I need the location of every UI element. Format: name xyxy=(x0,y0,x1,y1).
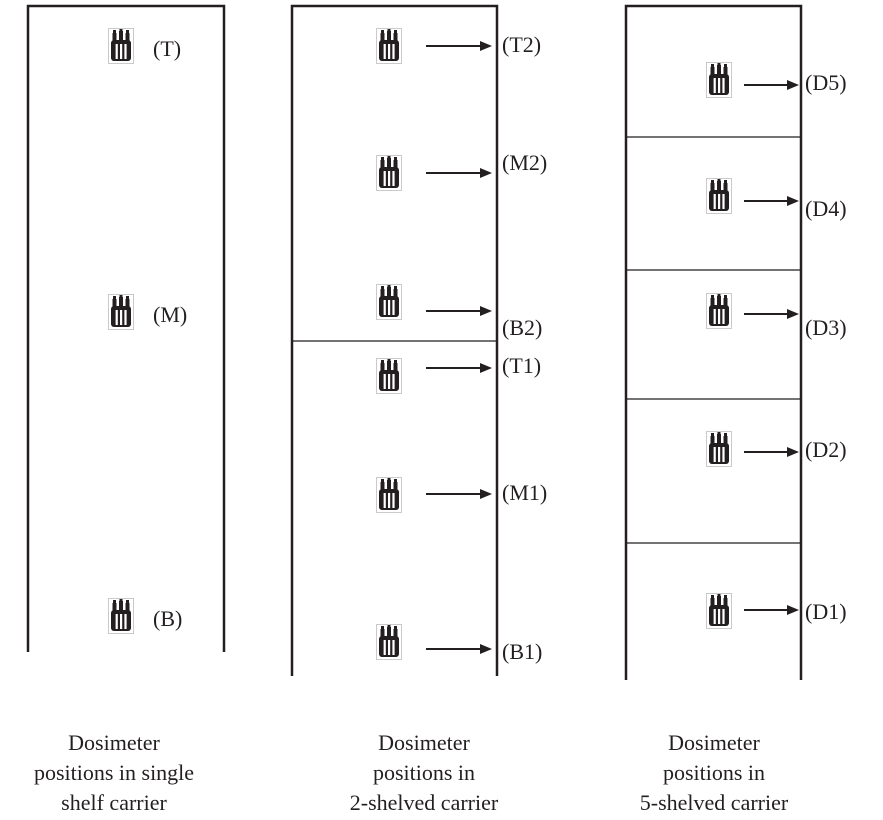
carrier-frame xyxy=(624,4,803,680)
position-label-t: (T) xyxy=(153,36,181,61)
caption-line-3: shelf carrier xyxy=(61,790,167,815)
arrow-head xyxy=(787,447,799,457)
position-label-t2: (T2) xyxy=(502,32,541,57)
position-label-b1: (B1) xyxy=(502,639,542,664)
position-label-d5: (D5) xyxy=(805,70,847,95)
dosimeter-icon xyxy=(706,431,732,467)
dosimeter-icon xyxy=(706,293,732,329)
caption-line-3: 2-shelved carrier xyxy=(350,790,499,815)
position-label-d4: (D4) xyxy=(805,196,847,221)
arrow-head xyxy=(787,80,799,90)
position-label-m: (M) xyxy=(153,302,187,327)
carrier-2-shelved: (T2) (M2) (B2) (T1) (M1) (B1) Dosimeter … xyxy=(290,4,547,815)
position-label-d3: (D3) xyxy=(805,315,847,340)
dosimeter-icon xyxy=(376,28,402,64)
position-label-m2: (M2) xyxy=(502,150,547,175)
arrow-head xyxy=(480,168,492,178)
dosimeter-icon xyxy=(376,358,402,394)
carrier-frame xyxy=(26,4,226,652)
caption-line-1: Dosimeter xyxy=(668,730,760,755)
caption-line-1: Dosimeter xyxy=(68,730,160,755)
caption-line-2: positions in single xyxy=(34,760,194,785)
caption-line-2: positions in xyxy=(373,760,475,785)
position-label-d1: (D1) xyxy=(805,599,847,624)
arrow-head xyxy=(787,196,799,206)
arrow-head xyxy=(480,489,492,499)
position-label-b: (B) xyxy=(153,606,182,631)
caption-line-3: 5-shelved carrier xyxy=(640,790,789,815)
arrow-head xyxy=(480,41,492,51)
position-label-m1: (M1) xyxy=(502,480,547,505)
dosimeter-icon xyxy=(706,593,732,629)
carrier-5-shelved: (D5) (D4) (D3) (D2) (D1) Dosimeter posit… xyxy=(624,4,847,815)
dosimeter-icon xyxy=(108,294,134,330)
dosimeter-icon xyxy=(108,28,134,64)
carrier-single-shelf: (T) (M) (B) Dosimeter positions in singl… xyxy=(26,4,226,815)
caption-line-2: positions in xyxy=(663,760,765,785)
dosimeter-icon xyxy=(108,598,134,634)
arrow-head xyxy=(480,644,492,654)
arrow-head xyxy=(787,309,799,319)
arrow-head xyxy=(480,306,492,316)
caption-line-1: Dosimeter xyxy=(378,730,470,755)
position-label-t1: (T1) xyxy=(502,353,541,378)
dosimeter-icon xyxy=(706,178,732,214)
dosimeter-icon xyxy=(706,62,732,98)
arrow-head xyxy=(787,605,799,615)
dosimeter-icon xyxy=(376,155,402,191)
dosimeter-icon xyxy=(376,284,402,320)
dosimeter-icon xyxy=(376,624,402,660)
dosimeter-icon xyxy=(376,477,402,513)
arrow-head xyxy=(480,363,492,373)
position-label-d2: (D2) xyxy=(805,437,847,462)
position-label-b2: (B2) xyxy=(502,315,542,340)
